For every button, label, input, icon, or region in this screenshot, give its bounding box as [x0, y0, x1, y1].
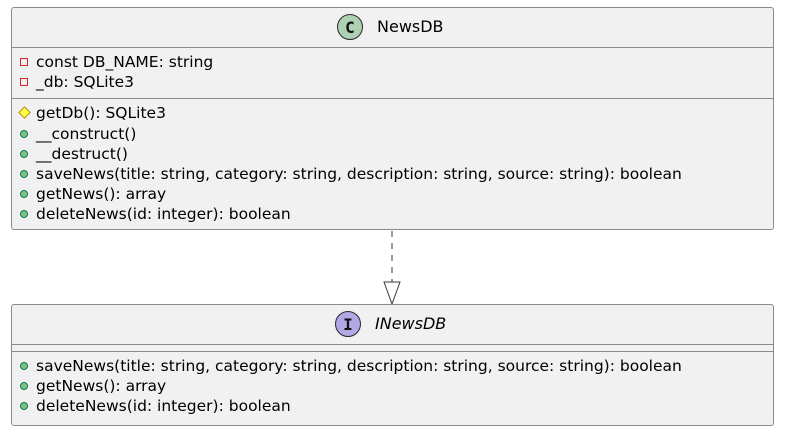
newsdb-class-box[interactable]: C NewsDB const DB_NAME: string _db: SQLi… — [11, 7, 774, 230]
class-header: C NewsDB — [12, 8, 773, 47]
method-item: __construct() — [12, 124, 773, 144]
class-name: NewsDB — [377, 17, 444, 36]
method-text: __construct() — [36, 124, 137, 143]
interface-name: INewsDB — [375, 314, 447, 333]
attribute-text: const DB_NAME: string — [36, 53, 214, 71]
public-visibility-icon — [20, 190, 28, 199]
inewsdb-interface-box[interactable]: I INewsDB saveNews(title: string, catego… — [11, 304, 774, 426]
public-visibility-icon — [20, 149, 28, 158]
method-item: getDb(): SQLite3 — [12, 103, 773, 123]
interface-stereotype-icon: I — [335, 311, 361, 337]
private-visibility-icon — [20, 78, 28, 87]
method-item: deleteNews(id: integer): boolean — [12, 204, 773, 224]
method-text: saveNews(title: string, category: string… — [36, 357, 682, 375]
public-visibility-icon — [20, 210, 28, 219]
attributes-section: const DB_NAME: string _db: SQLite3 — [12, 48, 773, 98]
class-stereotype-icon: C — [337, 14, 363, 40]
public-visibility-icon — [20, 169, 28, 178]
divider — [12, 47, 773, 48]
public-visibility-icon — [20, 382, 28, 391]
public-visibility-icon — [20, 362, 28, 370]
method-item: saveNews(title: string, category: string… — [12, 356, 773, 376]
method-text: deleteNews(id: integer): boolean — [36, 397, 291, 416]
interface-header: I INewsDB — [12, 305, 773, 344]
methods-section: saveNews(title: string, category: string… — [12, 352, 773, 423]
method-item: __destruct() — [12, 144, 773, 164]
attribute-item: _db: SQLite3 — [12, 72, 773, 92]
method-text: getDb(): SQLite3 — [36, 104, 166, 123]
method-text: getNews(): array — [36, 377, 167, 396]
method-item: getNews(): array — [12, 376, 773, 396]
method-item: saveNews(title: string, category: string… — [12, 164, 773, 184]
attribute-text: _db: SQLite3 — [36, 73, 135, 92]
method-text: getNews(): array — [36, 185, 167, 204]
realization-arrowhead — [383, 281, 401, 306]
divider — [12, 98, 773, 100]
method-item: deleteNews(id: integer): boolean — [12, 396, 773, 416]
method-text: deleteNews(id: integer): boolean — [36, 205, 291, 224]
methods-section: getDb(): SQLite3 __construct() __destruc… — [12, 99, 773, 230]
divider — [12, 351, 773, 352]
public-visibility-icon — [20, 129, 28, 138]
divider — [12, 344, 773, 345]
attribute-item: const DB_NAME: string — [12, 52, 773, 72]
method-text: __destruct() — [36, 144, 128, 163]
method-item: getNews(): array — [12, 184, 773, 204]
method-text: saveNews(title: string, category: string… — [36, 164, 682, 183]
public-visibility-icon — [20, 402, 28, 411]
private-visibility-icon — [20, 58, 28, 66]
